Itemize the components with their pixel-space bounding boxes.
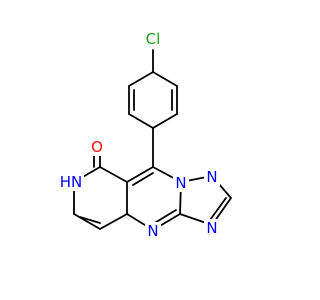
- bond: [128, 113, 154, 129]
- atom-cl: Cl: [143, 29, 165, 48]
- bond: [152, 209, 177, 225]
- atom-n2: N: [204, 168, 220, 186]
- bond: [99, 166, 128, 183]
- atom-label-n1: N: [175, 174, 186, 192]
- atom-label-n4: N: [147, 222, 158, 240]
- bond: [73, 213, 101, 230]
- bond: [152, 113, 178, 129]
- bond: [79, 216, 101, 224]
- atom-n3: N: [204, 219, 220, 237]
- atom-o: O: [89, 138, 105, 156]
- atom-label-n2: N: [206, 168, 217, 186]
- atom-label-o: O: [91, 138, 103, 156]
- atom-label-nh: HN: [60, 173, 83, 191]
- atom-labels: Cl O HN N N N N: [58, 29, 220, 240]
- atom-n4: N: [145, 222, 161, 240]
- bond: [209, 197, 227, 221]
- bond: [126, 166, 154, 183]
- atom-label-cl: Cl: [146, 30, 161, 48]
- bond: [152, 71, 178, 87]
- chemical-structure-diagram: Cl O HN N N N N: [58, 29, 232, 240]
- bond: [132, 172, 154, 186]
- atom-nh: HN: [58, 173, 84, 191]
- bond: [128, 71, 154, 87]
- atom-label-n3: N: [206, 219, 217, 237]
- bond: [99, 213, 128, 230]
- atom-n1: N: [173, 174, 189, 192]
